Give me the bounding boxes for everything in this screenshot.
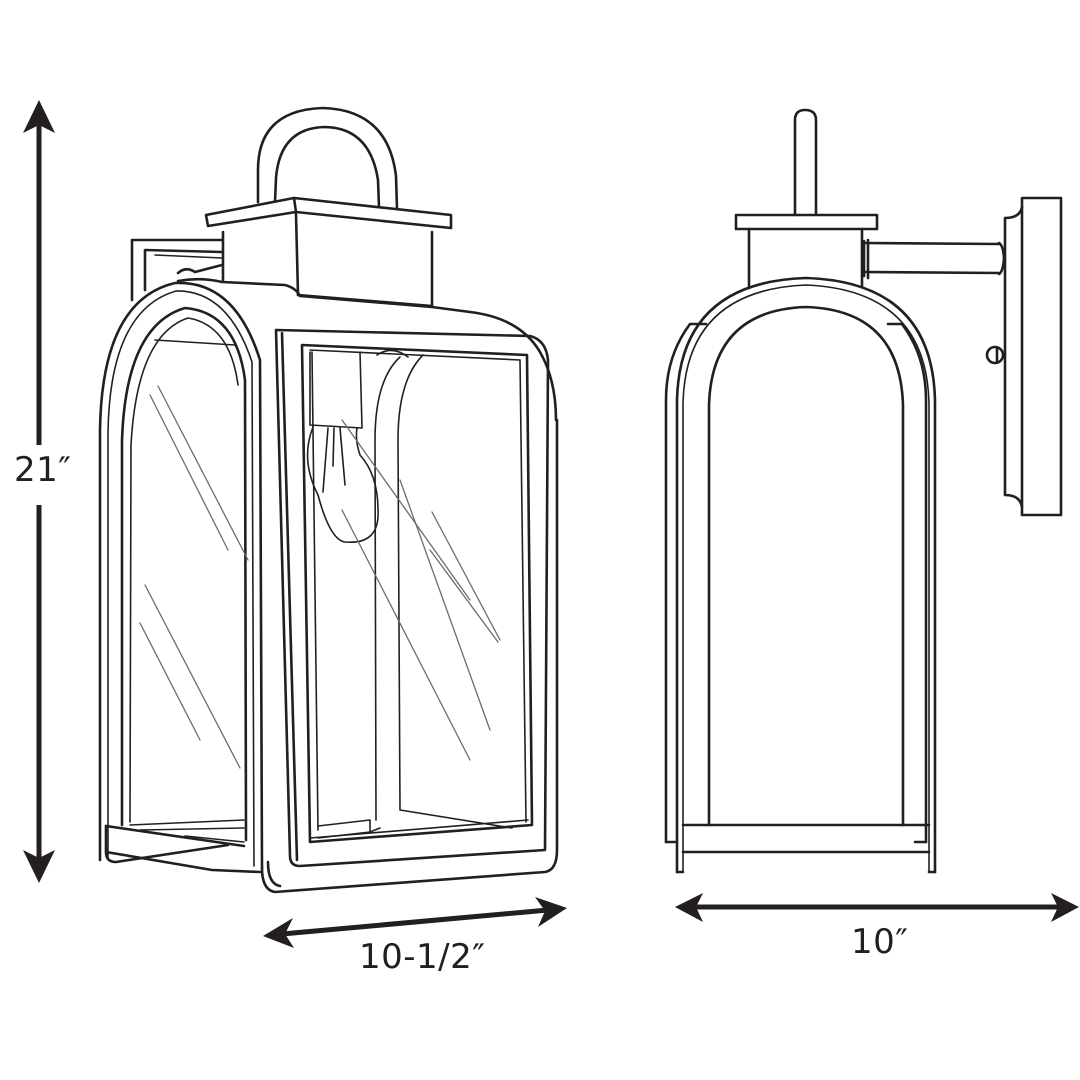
width-dimension-label: 10″ bbox=[851, 922, 909, 962]
front-frame bbox=[260, 328, 559, 894]
wall-bracket bbox=[130, 238, 224, 302]
depth-dimension-label: 10-1/2″ bbox=[359, 937, 486, 977]
mounting-screw-icon bbox=[985, 345, 1005, 365]
inner-glass-panels bbox=[311, 349, 513, 839]
bulb-socket bbox=[309, 351, 363, 429]
left-arched-frame bbox=[98, 281, 264, 874]
top-loop-handle bbox=[256, 106, 399, 211]
side-view bbox=[664, 108, 1063, 874]
arrowhead-right-icon bbox=[1051, 893, 1079, 922]
arrowhead-down-icon bbox=[23, 850, 55, 883]
height-dimension-arrow bbox=[23, 100, 55, 883]
wall-arm bbox=[862, 238, 1006, 280]
arrowhead-left-icon bbox=[263, 918, 294, 948]
wall-backplate bbox=[985, 196, 1063, 517]
cap-box bbox=[221, 212, 434, 308]
arrowhead-up-icon bbox=[23, 100, 55, 133]
side-cap-plate bbox=[734, 213, 879, 231]
perspective-view bbox=[98, 106, 559, 894]
top-finial bbox=[793, 108, 818, 217]
width-dimension-arrow bbox=[675, 893, 1079, 922]
height-dimension-label: 21″ bbox=[14, 450, 72, 490]
depth-dimension-arrow bbox=[263, 897, 567, 948]
arrowhead-right-icon bbox=[535, 897, 567, 927]
cap-plate bbox=[204, 196, 453, 230]
arrowhead-left-icon bbox=[675, 893, 703, 922]
light-bulb bbox=[306, 426, 379, 543]
